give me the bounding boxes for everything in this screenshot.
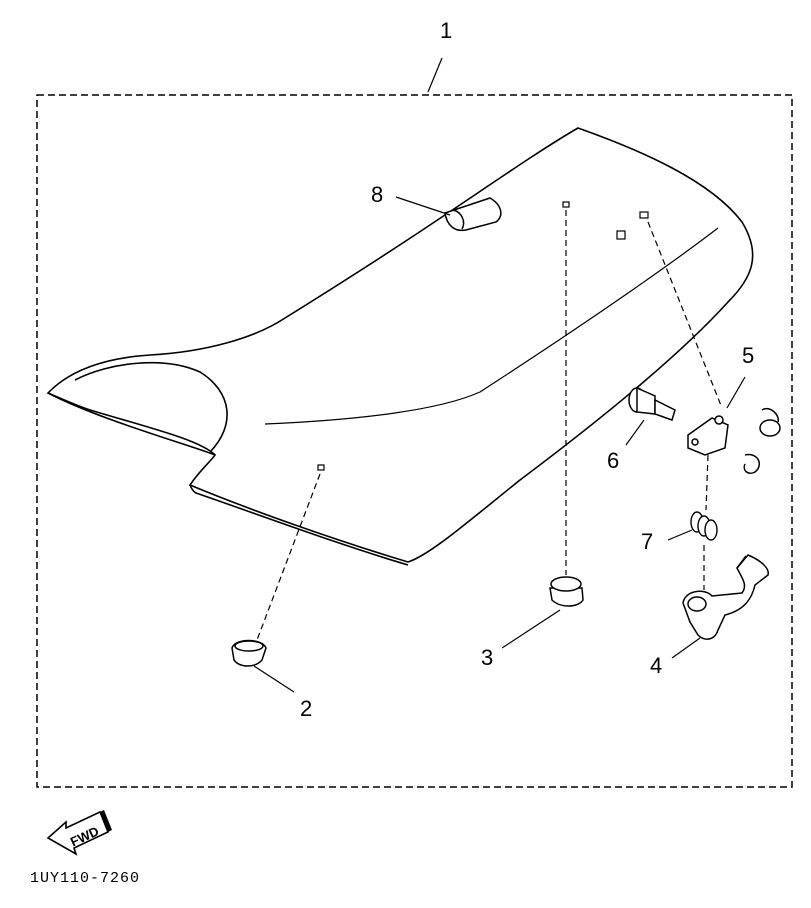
part-6-pin: [628, 386, 676, 421]
seat-holes: [317, 201, 649, 471]
part-8-clip: [444, 197, 502, 232]
part-4-hook: [682, 554, 769, 640]
fwd-arrow-icon: FWD: [46, 810, 112, 856]
leader-line-5: [726, 376, 746, 409]
part-3-damper: [549, 576, 584, 607]
part-2-damper: [231, 639, 267, 667]
diagram-reference-code: 1UY110-7260: [30, 870, 141, 887]
part-5-bracket: [687, 408, 781, 475]
assembly-boundary: [36, 94, 793, 788]
part-7-spring: [690, 511, 718, 541]
leader-line-3: [501, 609, 561, 649]
callout-5: 5: [742, 343, 754, 368]
callout-6: 6: [607, 448, 619, 473]
seat: [46, 127, 754, 566]
leader-line-6: [625, 419, 645, 446]
callout-8: 8: [371, 182, 383, 207]
callout-1: 1: [440, 18, 452, 43]
leader-line-1: [427, 57, 443, 93]
leader-line-4: [671, 637, 701, 659]
leader-line-7: [667, 529, 693, 541]
leader-line-2: [253, 665, 295, 693]
assembly-dashed-lines: [256, 210, 723, 641]
callout-3: 3: [481, 645, 493, 670]
callout-7: 7: [641, 529, 653, 554]
callout-2: 2: [300, 696, 312, 721]
callout-4: 4: [650, 653, 662, 678]
leader-line-8: [395, 196, 451, 216]
